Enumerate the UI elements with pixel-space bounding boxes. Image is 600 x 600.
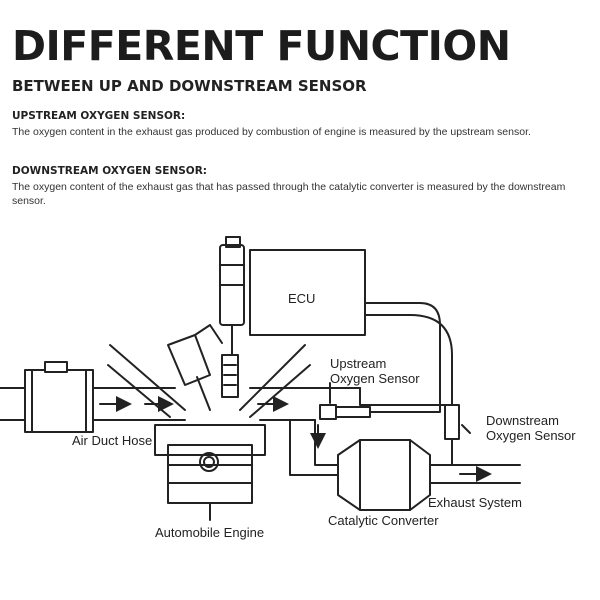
oxygen-sensor-diagram: ECU Upstream Oxygen Sensor Downstream Ox… xyxy=(0,236,576,540)
downstream-sensor-wire xyxy=(364,314,453,381)
ecu-label: ECU xyxy=(288,291,315,306)
downstream-heading: DOWNSTREAM OXYGEN SENSOR: xyxy=(12,165,208,177)
downstream-description: The oxygen content of the exhaust gas th… xyxy=(12,181,566,207)
upstream-sensor-label: Oxygen Sensor xyxy=(330,371,420,386)
air-duct-hose xyxy=(0,361,186,433)
ignition-coil xyxy=(219,236,245,398)
exhaust-system-label: Exhaust System xyxy=(428,495,522,510)
engine-label: Automobile Engine xyxy=(155,525,264,540)
upstream-sensor-label: Upstream xyxy=(330,356,386,371)
downstream-sensor-label: Downstream xyxy=(486,413,559,428)
page-title: DIFFERENT FUNCTION xyxy=(12,22,511,70)
ecu-box xyxy=(249,249,366,336)
page-subtitle: BETWEEN UP AND DOWNSTREAM SENSOR xyxy=(12,77,367,95)
fuel-injector xyxy=(167,324,223,411)
upstream-description: The oxygen content in the exhaust gas pr… xyxy=(12,126,531,138)
upstream-heading: UPSTREAM OXYGEN SENSOR: xyxy=(12,110,186,122)
automobile-engine xyxy=(154,424,266,521)
downstream-sensor-label: Oxygen Sensor xyxy=(486,428,576,443)
exhaust-pipe xyxy=(249,387,451,476)
downstream-oxygen-sensor xyxy=(444,379,460,466)
air-duct-label: Air Duct Hose xyxy=(72,433,152,448)
catalytic-converter-label: Catalytic Converter xyxy=(328,513,439,528)
catalytic-converter xyxy=(337,439,431,511)
upstream-oxygen-sensor xyxy=(319,404,431,420)
